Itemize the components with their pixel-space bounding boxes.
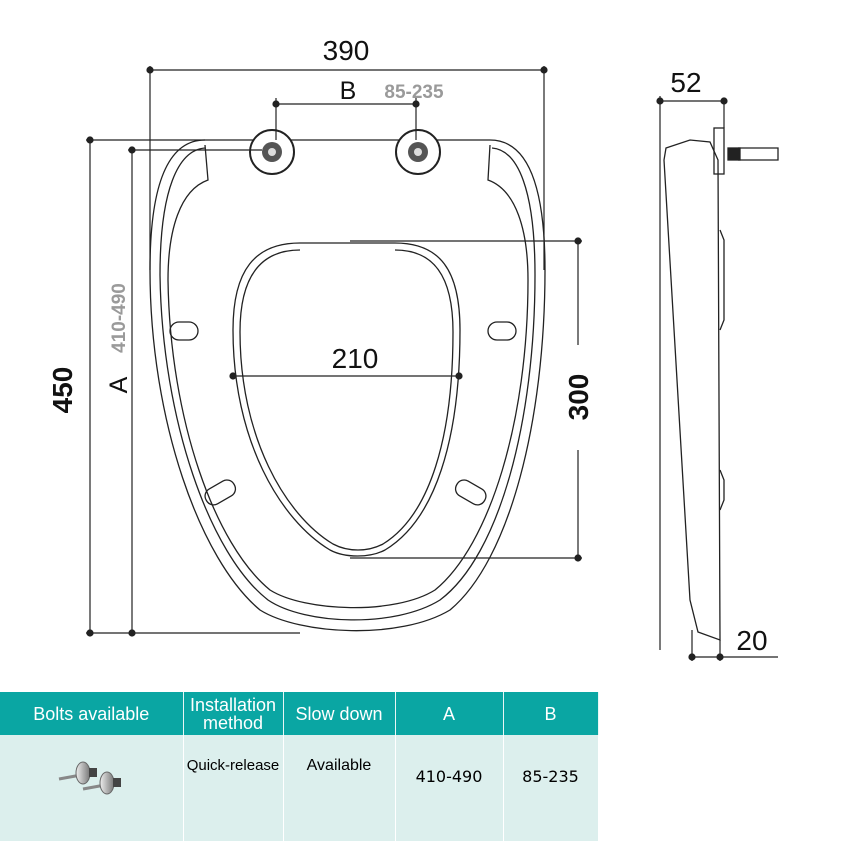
opening-length-label: 300 [563, 374, 594, 421]
table-row: Quick-release Available 410-490 85-235 [0, 735, 599, 841]
header-slow-down: Slow down [283, 692, 396, 735]
a-label: A [105, 376, 133, 393]
length-label: 450 [47, 367, 78, 414]
thickness-label: 52 [670, 67, 701, 98]
installation-cell: Quick-release [183, 735, 284, 841]
b-cell: 85-235 [503, 735, 599, 841]
header-bolts: Bolts available [0, 692, 184, 735]
hinge-left [249, 129, 295, 175]
toilet-seat-drawing: 390 B 85-235 450 A 410-490 210 300 52 20 [47, 35, 779, 661]
side-view [663, 127, 779, 641]
opening-width-label: 210 [332, 343, 379, 374]
hinge-bolts-image [58, 761, 122, 795]
width-label: 390 [323, 35, 370, 66]
table-header-row: Bolts available Installation method Slow… [0, 692, 599, 735]
hinge-right [395, 129, 441, 175]
spec-table: Bolts available Installation method Slow… [0, 692, 599, 841]
slow-down-cell: Available [283, 735, 396, 841]
dimension-lines [86, 66, 778, 661]
header-a: A [395, 692, 504, 735]
b-label: B [340, 77, 357, 105]
b-range-label: 85-235 [384, 82, 444, 103]
header-b: B [503, 692, 599, 735]
seat-outline [149, 139, 546, 632]
a-range-label: 410-490 [109, 283, 130, 353]
bolts-cell [0, 735, 184, 841]
a-cell: 410-490 [395, 735, 504, 841]
lid-thickness-label: 20 [736, 625, 767, 656]
header-installation: Installation method [183, 692, 284, 735]
